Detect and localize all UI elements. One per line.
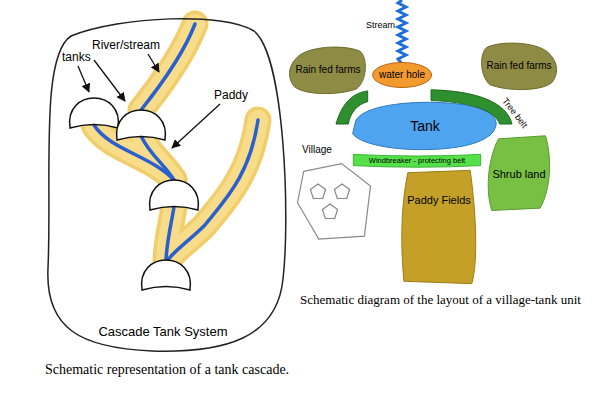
windbreaker-belt: Windbreaker - protecting belt — [352, 152, 482, 168]
callout-label: tanks — [62, 50, 91, 64]
stream-line — [94, 24, 258, 262]
water-hole: water hole — [372, 62, 432, 88]
callout-label: River/stream — [92, 38, 160, 52]
figure-caption: Schematic diagram of the layout of a vil… — [300, 292, 590, 308]
node-text: Tank — [348, 118, 502, 134]
village-shape — [298, 164, 371, 239]
water-hole-shape — [373, 63, 432, 88]
node-text: Rain fed farms — [479, 60, 558, 72]
stream-zigzag — [398, 0, 406, 64]
node-text: Cascade Tank System — [40, 325, 286, 340]
node-text: Windbreaker - protecting belt — [352, 157, 482, 166]
tree-belt: Tree belt — [336, 88, 512, 124]
node-text: Rain fed farms — [288, 64, 368, 76]
cascade-outline-outline — [40, 16, 286, 354]
tree-belt-outline — [336, 88, 512, 124]
leader-arrow — [78, 54, 220, 148]
cascade-outline-shape — [48, 19, 286, 351]
callout-label: Paddy — [214, 88, 248, 102]
paddy-fields-shape — [402, 170, 476, 283]
paddy-fields: Paddy Fields — [400, 168, 478, 286]
node-text: Paddy Fields — [400, 194, 478, 207]
rainfed-farm: Rain fed farms — [479, 40, 558, 92]
node-text: Shrub land — [485, 167, 552, 180]
cascade-outline: Cascade Tank System — [40, 16, 286, 354]
tank-dome — [70, 98, 199, 290]
node-text: Village — [302, 144, 332, 156]
shrub-land: Shrub land — [485, 135, 552, 212]
village-house — [310, 184, 349, 219]
figure-caption: Schematic representation of a tank casca… — [45, 362, 290, 379]
stream-label: Stream — [366, 20, 395, 31]
paddy-fields-outline — [400, 168, 478, 286]
node-text: water hole — [372, 69, 432, 81]
paddy-band — [94, 24, 258, 262]
rainfed-farm: Rain fed farms — [288, 44, 368, 96]
